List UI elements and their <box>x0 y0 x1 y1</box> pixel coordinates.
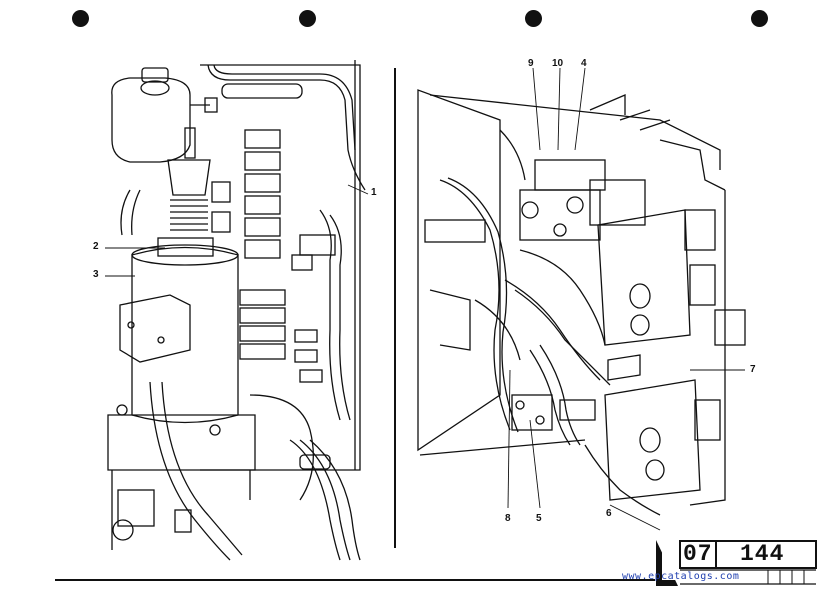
callout-6: 6 <box>606 508 612 519</box>
binder-hole-1 <box>72 10 89 27</box>
callout-9: 9 <box>528 58 534 69</box>
callout-4: 4 <box>581 58 587 69</box>
callout-2: 2 <box>93 241 99 252</box>
callout-10: 10 <box>552 58 564 69</box>
callout-7: 7 <box>750 364 756 375</box>
callout-8: 8 <box>505 513 511 524</box>
callout-5: 5 <box>536 513 542 524</box>
watermark-url[interactable]: www.epcatalogs.com <box>622 571 740 582</box>
binder-hole-2 <box>299 10 316 27</box>
bottom-rule <box>55 579 655 581</box>
binder-hole-3 <box>525 10 542 27</box>
page-code-box <box>656 540 817 586</box>
panel-divider <box>394 68 396 548</box>
page-code-prefix: 07 <box>683 541 713 567</box>
callout-3: 3 <box>93 269 99 280</box>
binder-hole-4 <box>751 10 768 27</box>
callout-1: 1 <box>371 187 377 198</box>
page-code-number: 144 <box>740 541 785 567</box>
